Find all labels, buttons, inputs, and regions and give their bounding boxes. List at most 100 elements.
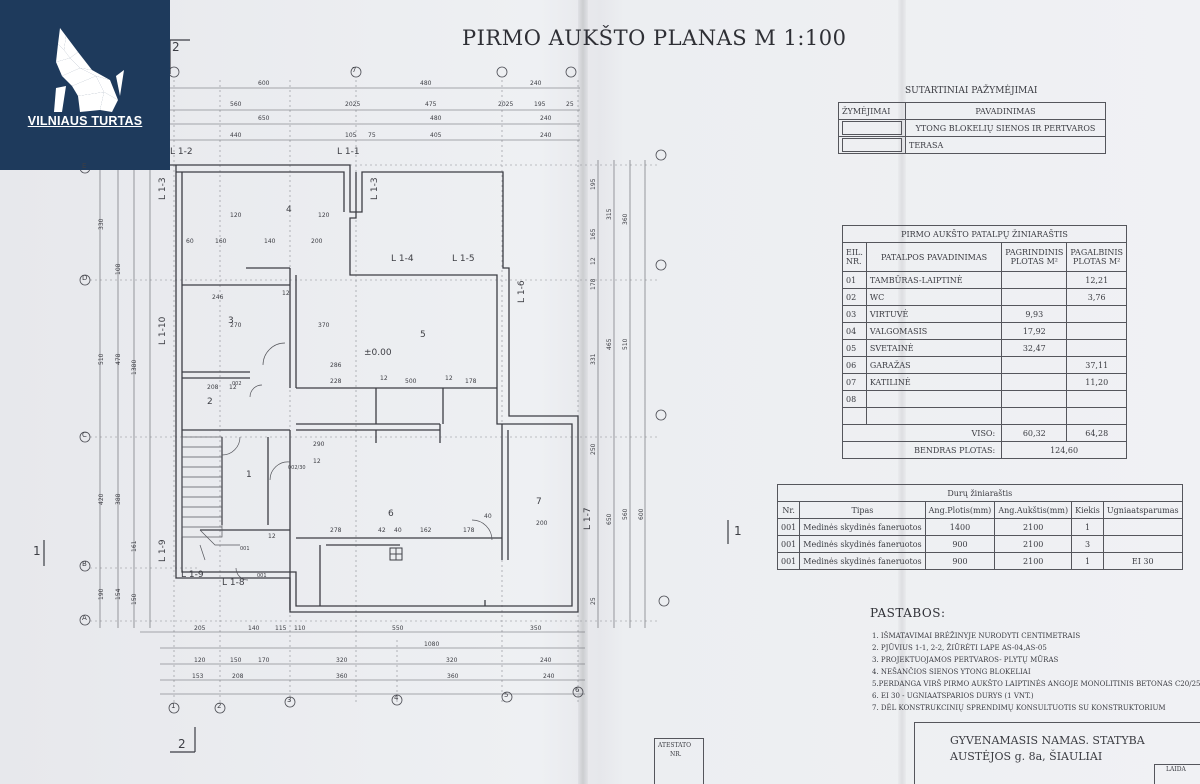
title-block-cell [914, 722, 1200, 784]
dimension-label: 200 [536, 520, 548, 527]
legend-col-name: PAVADINIMAS [905, 102, 1106, 120]
note-item: 1. IŠMATAVIMAI BRĖŽINYJE NURODYTI CENTIM… [872, 632, 1081, 640]
dimension-label: 150 [230, 657, 242, 664]
wall-label: L 1-9 [181, 570, 204, 580]
dimension-label: 270 [230, 322, 242, 329]
dimension-label: 178 [463, 527, 475, 534]
rooms-table-row: 08 [842, 390, 1127, 408]
rooms-table-cell: KATILINĖ [865, 373, 1003, 391]
rooms-table-cell: 3,76 [1066, 288, 1127, 306]
rooms-table-cell [1066, 407, 1127, 425]
plan-title: PIRMO AUKŠTO PLANAS M 1:100 [462, 26, 847, 50]
rooms-table-cell [1001, 288, 1068, 306]
wall-label: L 1-9 [158, 539, 168, 562]
rooms-table-cell: 07 [842, 373, 867, 391]
dimension-label: 162 [420, 527, 432, 534]
dimension-label: 1380 [131, 359, 138, 375]
dimension-label: 480 [420, 80, 432, 87]
dimension-label: 600 [638, 508, 645, 520]
dimension-label: 370 [318, 322, 330, 329]
rooms-table-cell: 12,21 [1066, 271, 1127, 289]
doors-table-cell [1102, 535, 1183, 553]
note-item: 6. EI 30 - UGNIAATSPARIOS DURYS (1 VNT.) [872, 692, 1034, 700]
logo-text: VILNIAUS TURTAS [27, 114, 143, 128]
dimension-label: 315 [606, 208, 613, 220]
note-item: 4. NEŠANČIOS SIENOS YTONG BLOKELIAI [872, 668, 1031, 676]
dimension-label: 2025 [345, 101, 361, 108]
dimension-label: 12 [445, 375, 453, 382]
door-label: 001 [257, 573, 267, 579]
rooms-table-cell [865, 390, 1003, 408]
room-number: 4 [286, 205, 292, 215]
project-address: AUSTĖJOS g. 8a, ŠIAULIAI [950, 750, 1103, 763]
doors-table-header-cell: Ang.Aukštis(mm) [994, 501, 1073, 519]
dimension-label: 510 [622, 338, 629, 350]
doors-table-cell: 3 [1071, 535, 1104, 553]
dimension-label: 500 [405, 378, 417, 385]
dimension-label: 240 [543, 673, 555, 680]
rooms-table-cell: WC [865, 288, 1003, 306]
rooms-table-cell: 11,20 [1066, 373, 1127, 391]
rooms-table-cell: TAMBŪRAS-LAIPTINĖ [865, 271, 1003, 289]
rooms-table-cell [1001, 390, 1068, 408]
dimension-label: 465 [606, 338, 613, 350]
dimension-label: 12 [282, 290, 290, 297]
rooms-header: PAGRINDINIS PLOTAS M² [1001, 242, 1068, 272]
doors-table-cell: 900 [924, 535, 996, 553]
axis-number: 6 [575, 686, 580, 694]
wall-label: L 1-10 [158, 316, 168, 345]
rooms-table-cell: 37,11 [1066, 356, 1127, 374]
sheet-label: LAIDA [1166, 766, 1186, 773]
section-mark: 1 [734, 524, 742, 538]
dimension-label: 250 [590, 443, 597, 455]
note-item: 7. DĖL KONSTRUKCINIŲ SPRENDIMŲ KONSULTUO… [872, 704, 1166, 712]
axis-number: 3 [287, 696, 292, 704]
dimension-label: 190 [98, 588, 105, 600]
room-number: 5 [420, 330, 426, 340]
rooms-total-label: VISO: [841, 424, 1003, 442]
rooms-table-cell [1001, 271, 1068, 289]
rooms-header: PATALPOS PAVADINIMAS [865, 242, 1003, 272]
rooms-table-heading: PIRMO AUKŠTO PATALPŲ ŽINIARAŠTIS [842, 225, 1127, 243]
dimension-label: 42 [378, 527, 386, 534]
dimension-label: 105 [345, 132, 357, 139]
doors-table-header-cell: Ang.Plotis(mm) [924, 501, 996, 519]
dimension-label: 60 [186, 238, 194, 245]
rooms-table-cell: VALGOMASIS [865, 322, 1003, 340]
dimension-label: 1080 [424, 641, 440, 648]
room-number: 3 [228, 316, 234, 326]
doors-table-cell: 001 [776, 552, 801, 570]
axis-number: 4 [394, 694, 399, 702]
dimension-label: 240 [530, 80, 542, 87]
legend-symbol [838, 119, 906, 137]
rooms-table-cell [1066, 339, 1127, 357]
notes-title: PASTABOS: [870, 606, 946, 620]
rooms-table-cell [1001, 356, 1068, 374]
dimension-label: 510 [98, 353, 105, 365]
doors-table-header-cell: Tipas [799, 501, 926, 519]
dimension-label: 12 [313, 458, 321, 465]
dimension-label: 205 [194, 625, 206, 632]
dimension-label: 420 [98, 493, 105, 505]
rooms-table: PIRMO AUKŠTO PATALPŲ ŽINIARAŠTIS EIL. NR… [841, 225, 1127, 459]
dimension-label: 140 [248, 625, 260, 632]
dimension-label: 12 [380, 375, 388, 382]
wall-label: L 1-1 [337, 147, 360, 157]
doors-table-cell: 900 [924, 552, 996, 570]
legend-symbol [838, 136, 906, 154]
dimension-label: 550 [392, 625, 404, 632]
dimension-label: 475 [425, 101, 437, 108]
door-label: 002/30 [288, 465, 306, 471]
doors-table-cell: 2100 [994, 535, 1073, 553]
dimension-label: 150 [131, 593, 138, 605]
rooms-table-cell: 9,93 [1001, 305, 1068, 323]
dimension-label: 320 [446, 657, 458, 664]
wall-label: L 1-2 [170, 147, 193, 157]
dimension-label: 228 [330, 378, 342, 385]
doors-table-cell: 1 [1071, 518, 1104, 536]
rooms-table-cell: 32,47 [1001, 339, 1068, 357]
